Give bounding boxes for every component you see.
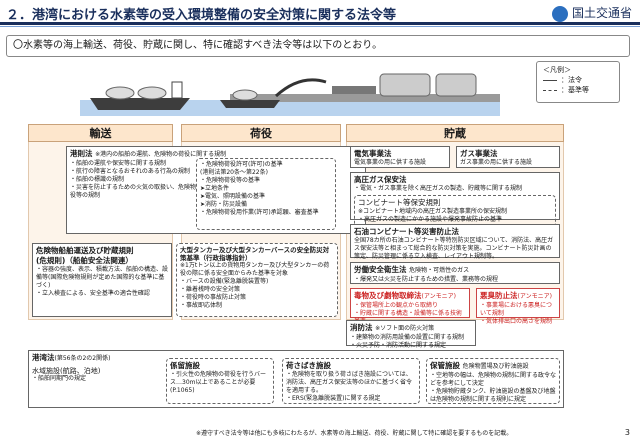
petroleum-kombinat-disaster-law: 石油コンビナート等災害防止法 全国78カ所の石油コンビナート等特別防災区域につい… bbox=[350, 224, 560, 260]
ministry-logo: 国土交通省 bbox=[551, 4, 632, 22]
kombinat-safety-rules: コンビナート等保安規則 ※コンビナート地域内の高圧ガス製造事業所の保安規制 ・高… bbox=[354, 195, 556, 227]
intro-text: 〇水素等の海上輸送、荷役、貯蔵に関し、特に確認すべき法令等は以下のとおり。 bbox=[6, 35, 630, 57]
quay bbox=[230, 94, 500, 102]
legend-solid-line bbox=[543, 79, 557, 81]
header-rule bbox=[0, 22, 640, 25]
ship-bridge-1 bbox=[171, 81, 183, 99]
industrial-safety-law: 労働安全衛生法 危険物・可燃性のガス ・爆発又は火災を防止するための措置、業務等… bbox=[350, 262, 560, 284]
cargo-permission-standards: ・危険物荷役許可(許可)の基準 (港則法第20条〜第22条) ・危険物荷役等の基… bbox=[196, 158, 336, 230]
tanker-ship-2 bbox=[220, 100, 280, 108]
gas-business-law: ガス事業法 ガス事業の用に供する施設 bbox=[456, 146, 560, 168]
column-header-storage: 貯蔵 bbox=[346, 124, 564, 142]
mooring-facilities: 係留施設 ・引火性の危険物の荷役を行うバース…30m以上であることが必要 (P.… bbox=[166, 358, 274, 404]
ship-tank-2 bbox=[137, 86, 167, 100]
page-number: 3 bbox=[624, 428, 630, 437]
page-title: ２．港湾における水素等の受入環境整備の安全対策に関する法令等 bbox=[6, 8, 397, 23]
tanker-ship-1 bbox=[90, 98, 190, 110]
fire-service-law: 消防法 ※ソフト面の防火対策 ・建築物の消防用設備の設置に関する規制 ・火災予防… bbox=[346, 320, 476, 349]
poison-control-law: 毒物及び劇物取締法(アンモニア) ・保管場所上の観点から取締り ・貯蔵に関する構… bbox=[350, 288, 470, 325]
pipeline bbox=[332, 86, 376, 94]
high-pressure-gas-safety-law: 高圧ガス保安法 ・電気・ガス事業を除く高圧ガスの製造、貯蔵等に関する規制 コンビ… bbox=[350, 172, 560, 227]
legend: ＜凡例＞ ：法令 ：基準等 bbox=[536, 61, 620, 103]
port-illustration bbox=[80, 73, 500, 116]
storage-tank-2 bbox=[435, 73, 477, 97]
storage-facilities: 保管施設 危険物置場及び貯油施設 ・空地等の幅は、危険物の規制に関する政令などを… bbox=[426, 358, 560, 404]
dangerous-goods-ship-rules: 危険物船舶運送及び貯蔵規則 (危規則)（船舶安全法関連） ・容器の強度、表示、積… bbox=[32, 243, 172, 317]
column-header-transport: 輸送 bbox=[28, 124, 173, 142]
column-header-cargo: 荷役 bbox=[181, 124, 341, 142]
ship-tank-1 bbox=[105, 86, 135, 100]
ship-tank-3 bbox=[232, 89, 258, 101]
legend-dashed-line bbox=[543, 89, 557, 91]
footnote: ※遵守すべき法令等は他にも多岐にわたるが、水素等の海上輸送、荷役、貯蔵に関して特… bbox=[196, 430, 513, 437]
loading-arm bbox=[274, 78, 327, 98]
cargo-handling-facilities: 荷さばき施設 ・危険物を取り扱う荷さばき施設については、消防法、高圧ガス保安法等… bbox=[282, 358, 420, 404]
header-rule-thin bbox=[0, 26, 640, 27]
ministry-emblem-icon bbox=[551, 5, 568, 22]
offensive-odor-control-law: 悪臭防止法(アンモニア) ・事業場における悪臭について規制 ・気体排出口の高さを… bbox=[476, 288, 560, 325]
storage-tank-1 bbox=[379, 73, 431, 97]
tanker-safety-standards: 大型タンカー及び大型タンカーバースの安全防災対策基準（行政指導指針） ※1万tト… bbox=[176, 243, 338, 317]
electricity-business-law: 電気事業法 電気事業の用に供する施設 bbox=[350, 146, 450, 168]
